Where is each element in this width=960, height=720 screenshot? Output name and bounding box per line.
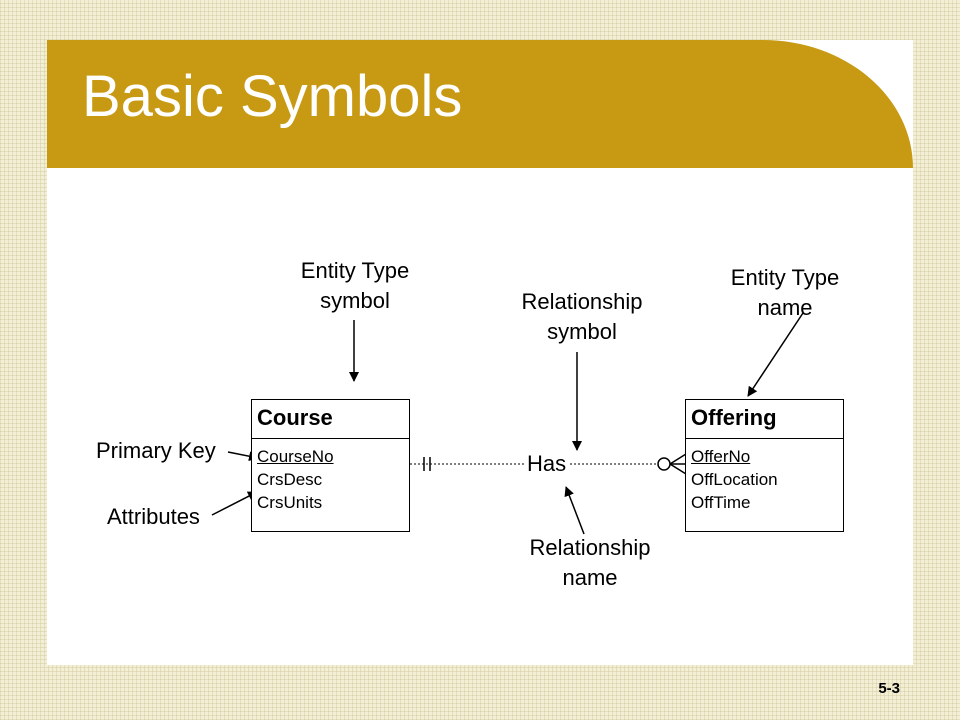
label-entity-type-name: Entity Type name (730, 265, 840, 320)
relationship-name: Has (525, 451, 569, 477)
entity-offering-name: Offering (691, 405, 777, 430)
entity-course-divider (252, 438, 409, 439)
zero-circle (657, 457, 671, 471)
attribute-offtime: OffTime (691, 493, 751, 512)
slide-title: Basic Symbols (82, 64, 463, 129)
attribute-crsdesc: CrsDesc (257, 470, 323, 489)
entity-course: Course CourseNo CrsDesc CrsUnits (251, 399, 410, 532)
attribute-offlocation: OffLocation (691, 470, 778, 489)
entity-type-name-arrow (747, 312, 804, 397)
attributes-arrow (211, 491, 258, 516)
title-banner (47, 40, 913, 168)
crowfoot-upper (669, 453, 687, 465)
label-primary-key: Primary Key (96, 438, 216, 463)
label-attributes: Attributes (107, 504, 200, 529)
entity-offering-attributes: OfferNo OffLocation OffTime (686, 439, 843, 514)
attribute-offerno: OfferNo (691, 447, 751, 466)
entity-course-attributes: CourseNo CrsDesc CrsUnits (252, 439, 409, 514)
entity-offering: Offering OfferNo OffLocation OffTime (685, 399, 844, 532)
page-number: 5-3 (878, 680, 900, 697)
attribute-courseno: CourseNo (257, 447, 334, 466)
label-relationship-symbol: Relationship symbol (521, 289, 643, 344)
label-entity-type-symbol: Entity Type symbol (300, 258, 410, 313)
label-relationship-name: Relationship name (529, 535, 651, 590)
attribute-crsunits: CrsUnits (257, 493, 323, 512)
entity-course-name: Course (257, 405, 333, 430)
entity-offering-divider (686, 438, 843, 439)
crowfoot-lower (669, 463, 687, 475)
relationship-name-arrow (564, 486, 585, 535)
